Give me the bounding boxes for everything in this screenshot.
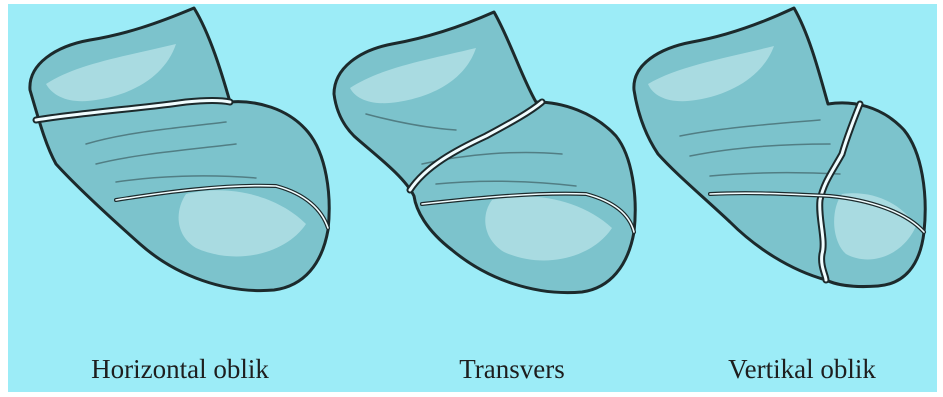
diagram-panel: Horizontal oblik Transvers Vertikal obli… bbox=[8, 4, 937, 392]
bone-illustration-transverse bbox=[326, 4, 646, 304]
caption-transverse: Transvers bbox=[459, 354, 565, 385]
figure-transverse bbox=[326, 4, 646, 304]
figure-horizontal-oblique bbox=[16, 4, 336, 304]
bone-outline bbox=[30, 8, 329, 291]
figure-vertical-oblique bbox=[620, 4, 938, 304]
bone-illustration-horizontal-oblique bbox=[16, 4, 336, 304]
caption-vertical-oblique: Vertikal oblik bbox=[728, 354, 876, 385]
caption-horizontal-oblique: Horizontal oblik bbox=[91, 354, 269, 385]
bone-illustration-vertical-oblique bbox=[620, 4, 938, 304]
bone-outline bbox=[334, 12, 635, 293]
